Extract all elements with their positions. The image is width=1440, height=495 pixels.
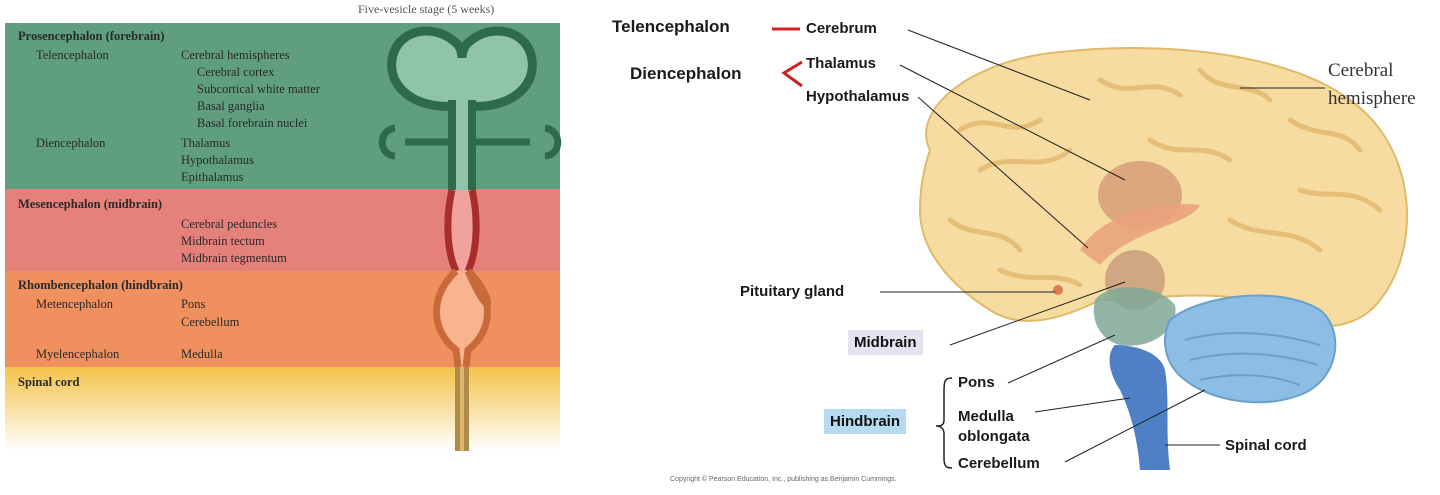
hypothalamus-label: Hypothalamus [806, 88, 910, 105]
tel-part: Basal forebrain nuclei [197, 116, 308, 130]
pons-shape [1093, 287, 1176, 346]
mesencephalon-vesicle [447, 190, 477, 271]
myel-part: Medulla [181, 347, 223, 361]
tel-part: Cerebral cortex [197, 65, 275, 79]
diencephalon-brace [781, 60, 803, 88]
telencephalon-label: Telencephalon [36, 48, 109, 62]
metencephalon-label: Metencephalon [36, 297, 114, 311]
spinal-cord-label: Spinal cord [1225, 437, 1307, 454]
spinal-cord-tube [455, 367, 469, 451]
hindbrain-header: Rhombencephalon (hindbrain) [18, 278, 183, 292]
myelencephalon-label: Myelencephalon [36, 347, 120, 361]
optic-stalk-left [378, 124, 452, 160]
medulla-label-line2: oblongata [958, 428, 1030, 445]
met-part: Pons [181, 297, 206, 311]
mid-part: Cerebral peduncles [181, 217, 278, 231]
hindbrain-label-box: Hindbrain [824, 409, 906, 434]
thalamus-label: Thalamus [806, 55, 877, 72]
mid-part: Midbrain tegmentum [181, 251, 287, 265]
cerebrum-label: Cerebrum [806, 20, 877, 37]
di-part: Epithalamus [181, 170, 244, 184]
tel-part: Basal ganglia [197, 99, 265, 113]
medulla-shape [1109, 345, 1170, 470]
midbrain-label-box: Midbrain [848, 330, 923, 355]
diencephalon-brain-label: Diencephalon [630, 64, 742, 83]
di-part: Thalamus [181, 136, 231, 150]
cerebellum-label: Cerebellum [958, 455, 1040, 472]
pituitary-gland-label: Pituitary gland [740, 283, 845, 300]
forebrain-header: Prosencephalon (forebrain) [18, 29, 165, 43]
tel-part: Subcortical white matter [197, 82, 320, 96]
hindbrain-brace [935, 377, 953, 469]
mid-part: Midbrain tectum [181, 234, 265, 248]
spinal-cord-header: Spinal cord [18, 375, 80, 389]
optic-stalk-right [472, 124, 562, 160]
di-part: Hypothalamus [181, 153, 254, 167]
vesicle-stage-title: Five-vesicle stage (5 weeks) [358, 2, 495, 16]
diencephalon-label: Diencephalon [36, 136, 106, 150]
copyright-notice: Copyright © Pearson Education, Inc., pub… [670, 476, 897, 483]
tel-part: Cerebral hemispheres [181, 48, 290, 62]
hypothalamus-shape [1080, 204, 1200, 265]
cerebellum-shape [1164, 294, 1337, 404]
midbrain-header: Mesencephalon (midbrain) [18, 197, 163, 211]
telencephalon-vesicle [387, 26, 537, 111]
pons-label: Pons [958, 374, 995, 391]
telencephalon-brain-label: Telencephalon [612, 17, 730, 36]
pituitary-shape [1053, 285, 1063, 295]
met-part: Cerebellum [181, 315, 240, 329]
medulla-label-line1: Medulla [958, 408, 1014, 425]
cerebral-hemisphere-label-line2: hemisphere [1328, 88, 1416, 109]
cerebral-hemisphere-label-line1: Cerebral [1328, 60, 1394, 81]
